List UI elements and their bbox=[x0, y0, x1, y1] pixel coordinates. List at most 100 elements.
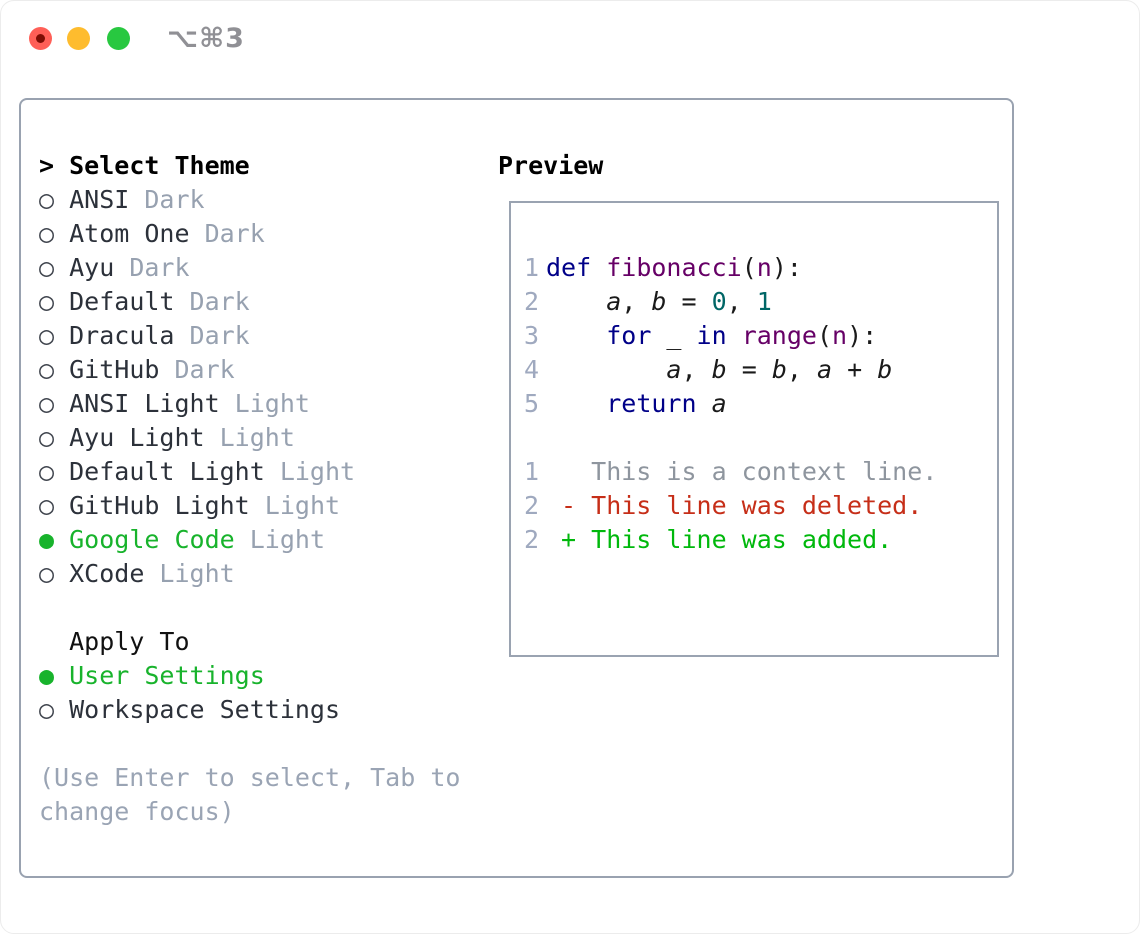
theme-option-dracula[interactable]: ○ Dracula Dark bbox=[39, 319, 355, 353]
theme-variant: Dark bbox=[174, 321, 250, 350]
radio-unselected-icon: ○ bbox=[39, 253, 70, 282]
theme-name: Dracula bbox=[69, 321, 175, 350]
theme-option-ayu-light[interactable]: ○ Ayu Light Light bbox=[39, 421, 355, 455]
code-token: 0 bbox=[711, 287, 727, 316]
code-token: a bbox=[711, 389, 727, 418]
theme-name: ANSI Light bbox=[69, 389, 220, 418]
theme-name: Ayu bbox=[69, 253, 115, 282]
code-token: a bbox=[816, 355, 833, 384]
theme-option-github-light[interactable]: ○ GitHub Light Light bbox=[39, 489, 355, 523]
code-token: def bbox=[546, 253, 607, 282]
code-token: for bbox=[606, 321, 652, 350]
prompt-arrow-icon: > bbox=[39, 151, 70, 180]
theme-option-github[interactable]: ○ GitHub Dark bbox=[39, 353, 355, 387]
code-token: , bbox=[681, 355, 712, 384]
theme-option-default[interactable]: ○ Default Dark bbox=[39, 285, 355, 319]
theme-name: Google Code bbox=[69, 525, 235, 554]
preview-line: 5 return a bbox=[524, 387, 997, 421]
radio-selected-icon: ● bbox=[39, 661, 70, 690]
theme-variant: Dark bbox=[159, 355, 235, 384]
theme-option-google-code[interactable]: ● Google Code Light bbox=[39, 523, 355, 557]
code-token: + This line was added. bbox=[546, 525, 893, 554]
theme-name: Default bbox=[69, 287, 175, 316]
code-token: , bbox=[726, 287, 757, 316]
theme-option-ansi-light[interactable]: ○ ANSI Light Light bbox=[39, 387, 355, 421]
radio-unselected-icon: ○ bbox=[39, 355, 70, 384]
line-number: 2 bbox=[524, 525, 540, 554]
theme-name: Default Light bbox=[69, 457, 265, 486]
line-number: 2 bbox=[524, 287, 540, 316]
preview-line: 1 This is a context line. bbox=[524, 455, 997, 489]
preview-line: 4 a, b = b, a + b bbox=[524, 353, 997, 387]
line-number: 1 bbox=[524, 457, 540, 486]
radio-unselected-icon: ○ bbox=[39, 287, 70, 316]
code-token: a bbox=[606, 287, 622, 316]
code-token: = bbox=[726, 355, 772, 384]
preview-line: 2 a, b = 0, 1 bbox=[524, 285, 997, 319]
theme-option-xcode[interactable]: ○ XCode Light bbox=[39, 557, 355, 591]
theme-variant: Light bbox=[219, 389, 310, 418]
close-button[interactable] bbox=[29, 27, 52, 50]
code-token bbox=[697, 389, 712, 418]
theme-variant: Dark bbox=[129, 185, 205, 214]
theme-variant: Dark bbox=[114, 253, 190, 282]
radio-unselected-icon: ○ bbox=[39, 321, 70, 350]
preview-line bbox=[524, 421, 997, 455]
radio-unselected-icon: ○ bbox=[39, 491, 70, 520]
theme-picker-window: > Select Theme ○ ANSI Dark○ Atom One Dar… bbox=[19, 98, 1014, 878]
radio-unselected-icon: ○ bbox=[39, 423, 70, 452]
code-token: b bbox=[877, 355, 893, 384]
theme-variant: Light bbox=[249, 491, 341, 520]
theme-name: XCode bbox=[69, 559, 145, 588]
theme-name: GitHub Light bbox=[69, 491, 250, 520]
line-number: 2 bbox=[524, 491, 540, 520]
preview-line: 3 for _ in range(n): bbox=[524, 319, 997, 353]
line-number: 5 bbox=[524, 389, 540, 418]
theme-option-default-light[interactable]: ○ Default Light Light bbox=[39, 455, 355, 489]
theme-name: Atom One bbox=[69, 219, 190, 248]
apply-option-label: Workspace Settings bbox=[69, 695, 341, 724]
code-token: ( bbox=[741, 253, 757, 282]
code-token bbox=[546, 321, 606, 350]
minimize-button[interactable] bbox=[67, 27, 90, 50]
code-token: = bbox=[666, 287, 712, 316]
code-token bbox=[727, 321, 742, 350]
apply-option-label: User Settings bbox=[69, 661, 265, 690]
select-theme-header: > Select Theme bbox=[39, 149, 355, 183]
radio-unselected-icon: ○ bbox=[39, 389, 70, 418]
preview-line: 2 + This line was added. bbox=[524, 523, 997, 557]
code-token: 1 bbox=[756, 287, 772, 316]
radio-unselected-icon: ○ bbox=[39, 695, 70, 724]
theme-list: > Select Theme ○ ANSI Dark○ Atom One Dar… bbox=[39, 149, 355, 591]
line-number: 3 bbox=[524, 321, 540, 350]
apply-option-workspace-settings[interactable]: ○ Workspace Settings bbox=[39, 693, 340, 727]
select-theme-label: Select Theme bbox=[69, 151, 250, 180]
code-token: b bbox=[711, 355, 727, 384]
theme-variant: Light bbox=[204, 423, 295, 452]
preview-label: Preview bbox=[498, 151, 604, 180]
code-token: return bbox=[606, 389, 697, 418]
theme-option-atom-one[interactable]: ○ Atom One Dark bbox=[39, 217, 355, 251]
preview-line: 2 - This line was deleted. bbox=[524, 489, 997, 523]
radio-selected-icon: ● bbox=[39, 525, 70, 554]
radio-unselected-icon: ○ bbox=[39, 457, 70, 486]
theme-name: Ayu Light bbox=[69, 423, 205, 452]
code-token: in bbox=[696, 321, 727, 350]
apply-option-user-settings[interactable]: ● User Settings bbox=[39, 659, 340, 693]
line-number: 1 bbox=[524, 253, 540, 282]
theme-variant: Dark bbox=[174, 287, 250, 316]
zoom-button[interactable] bbox=[107, 27, 130, 50]
code-token: n bbox=[756, 253, 772, 282]
apply-to-list: Apply To ● User Settings○ Workspace Sett… bbox=[39, 625, 340, 727]
theme-name: GitHub bbox=[69, 355, 160, 384]
code-token: ( bbox=[816, 321, 833, 350]
theme-option-ansi[interactable]: ○ ANSI Dark bbox=[39, 183, 355, 217]
window-title: ⌥⌘3 bbox=[167, 23, 245, 54]
theme-option-ayu[interactable]: ○ Ayu Dark bbox=[39, 251, 355, 285]
apply-to-header: Apply To bbox=[69, 627, 190, 656]
code-token: ): bbox=[847, 321, 878, 350]
code-token: - This line was deleted. bbox=[546, 491, 923, 520]
